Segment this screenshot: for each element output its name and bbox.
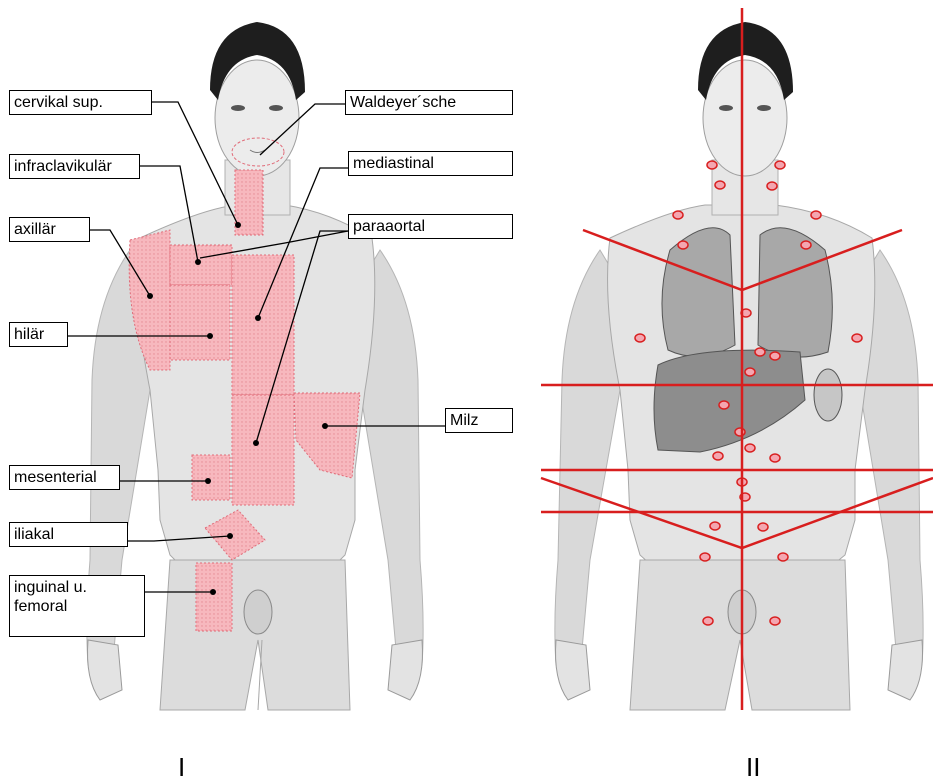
lung-left xyxy=(662,228,735,357)
region-inguinal xyxy=(196,563,232,631)
label-iliakal: iliakal xyxy=(9,522,128,547)
spleen xyxy=(814,369,842,421)
label-hilar: hilär xyxy=(9,322,68,347)
region-mediastinal xyxy=(232,255,294,395)
region-infraclavicular xyxy=(170,245,232,285)
region-hilar xyxy=(170,285,230,360)
label-waldeyer: Waldeyer´sche xyxy=(345,90,513,115)
region-mesenterial xyxy=(192,455,230,500)
region-paraaortal xyxy=(232,395,294,505)
label-paraaortal: paraaortal xyxy=(348,214,513,239)
label-cervical-sup: cervikal sup. xyxy=(9,90,152,115)
label-axillar: axillär xyxy=(9,217,90,242)
figure-i-numeral: I xyxy=(178,752,185,783)
label-inguinal-femoral: inguinal u. femoral xyxy=(9,575,145,637)
label-milz: Milz xyxy=(445,408,513,433)
label-mediastinal: mediastinal xyxy=(348,151,513,176)
label-mesenterial: mesenterial xyxy=(9,465,120,490)
label-infraclavicular: infraclavikulär xyxy=(9,154,140,179)
lung-right xyxy=(758,228,832,357)
figure-ii-numeral: II xyxy=(746,752,760,783)
